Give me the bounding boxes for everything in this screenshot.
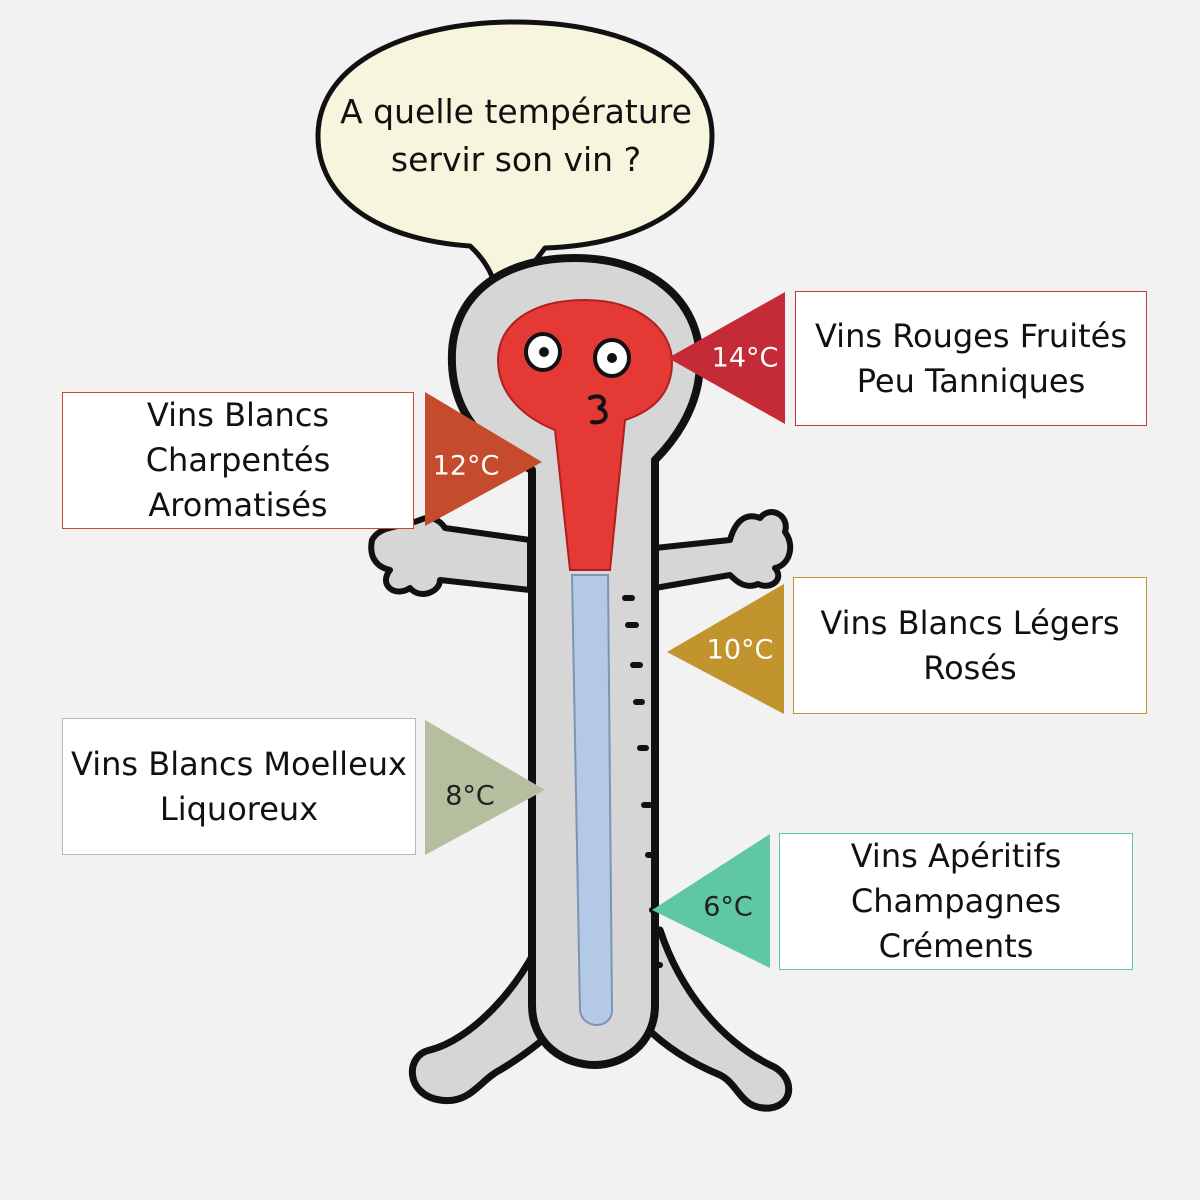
temp-12: 12°C [432,450,500,482]
bubble-line-1: A quelle température [340,92,692,131]
temp-10: 10°C [706,634,774,666]
face [524,332,631,425]
label-8-line-1: Vins Blancs Moelleux [71,744,407,783]
pointer-12 [425,392,542,526]
label-10-line-2: Rosés [923,648,1017,687]
label-12-line-1: Vins Blancs [146,396,330,434]
pointer-14 [668,292,785,424]
label-12: Vins Blancs Charpentés Aromatisés [62,392,414,529]
bubble-line-2: servir son vin ? [390,140,642,179]
label-10-line-1: Vins Blancs Légers [820,603,1120,642]
pointer-6 [652,834,770,968]
label-8-line-2: Liquoreux [159,789,319,828]
label-6-line-3: Créments [878,927,1034,965]
label-14: Vins Rouges Fruités Peu Tanniques [795,291,1147,426]
scale-ticks [622,595,663,968]
label-14-line-1: Vins Rouges Fruités [814,316,1127,355]
label-6-line-1: Vins Apéritifs [850,837,1062,875]
mercury-blue [570,574,614,1026]
left-arm [368,515,533,597]
temp-14: 14°C [711,342,779,374]
label-8: Vins Blancs Moelleux Liquoreux [62,718,416,855]
label-10: Vins Blancs Légers Rosés [793,577,1147,714]
label-14-line-2: Peu Tanniques [856,361,1086,400]
label-12-line-2: Charpentés [145,441,331,479]
label-6: Vins Apéritifs Champagnes Créments [779,833,1133,970]
right-arm [652,509,794,591]
temp-8: 8°C [445,780,495,812]
temp-6: 6°C [703,891,753,923]
bubble-question: A quelle température servir son vin ? [318,88,714,184]
pointer-8 [425,720,545,855]
label-12-line-3: Aromatisés [148,486,328,524]
label-6-line-2: Champagnes [850,882,1062,920]
pointer-10 [667,584,784,714]
